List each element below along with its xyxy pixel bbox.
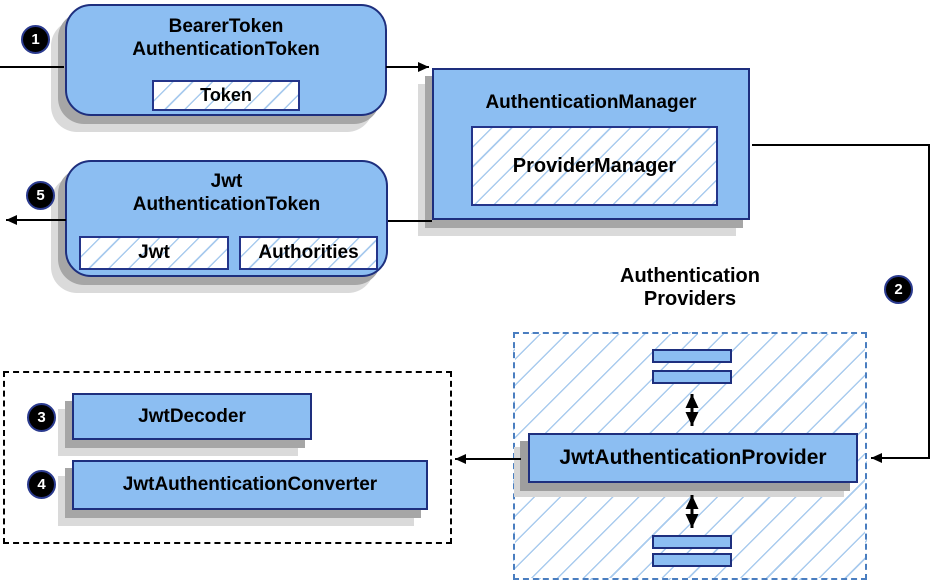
provider-placeholder-bar [652, 535, 732, 549]
node-title: Jwt AuthenticationToken [132, 171, 321, 215]
provider-placeholder-bar [652, 349, 732, 363]
node-jwt-decoder: JwtDecoder [72, 393, 312, 440]
step-4-badge: 4 [27, 470, 56, 499]
step-1-badge: 1 [21, 25, 50, 54]
jwt-helpers-group [3, 371, 452, 544]
provider-placeholder-bar [652, 370, 732, 384]
field-token: Token [152, 80, 300, 111]
step-5-badge: 5 [26, 181, 55, 210]
field-authorities: Authorities [239, 236, 378, 270]
provider-placeholder-bar [652, 553, 732, 567]
node-jwt-authentication-token: Jwt AuthenticationToken Jwt Authorities [65, 160, 388, 277]
step-2-badge: 2 [884, 275, 913, 304]
node-jwt-authentication-converter: JwtAuthenticationConverter [72, 460, 428, 510]
node-bearer-token-authentication-token: BearerToken AuthenticationToken Token [65, 4, 387, 116]
authentication-providers-label: Authentication Providers [620, 265, 760, 310]
node-jwt-authentication-provider: JwtAuthenticationProvider [528, 433, 858, 483]
step-3-badge: 3 [27, 403, 56, 432]
inner-provider-manager: ProviderManager [471, 126, 718, 206]
field-jwt: Jwt [79, 236, 229, 270]
node-authentication-manager: AuthenticationManager ProviderManager [432, 68, 750, 220]
node-title: BearerToken AuthenticationToken [132, 16, 320, 60]
node-title: AuthenticationManager [485, 92, 697, 113]
